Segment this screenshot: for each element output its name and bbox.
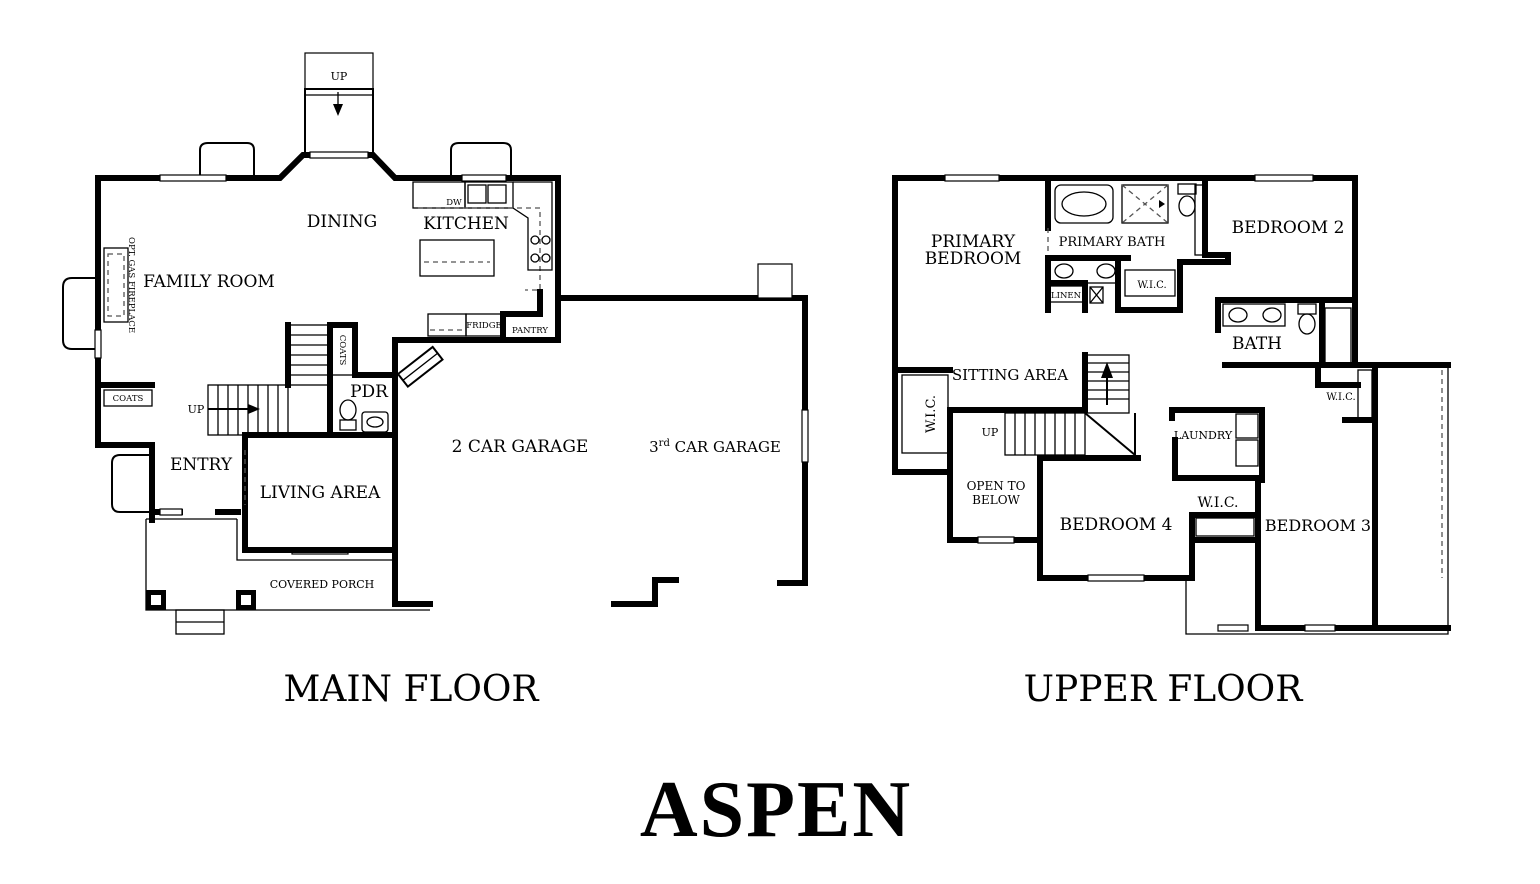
- plan-name-title: ASPEN: [640, 766, 912, 854]
- entry-label: ENTRY: [170, 455, 233, 475]
- upper-floor-caption: UPPER FLOOR: [1024, 669, 1304, 710]
- two-car-garage-label: 2 CAR GARAGE: [452, 437, 589, 457]
- upper-stair-up-label: UP: [982, 426, 999, 439]
- deck-stairs: [304, 88, 374, 156]
- primary-wic-label: W.I.C.: [1137, 280, 1166, 291]
- kitchen-label: KITCHEN: [423, 214, 509, 234]
- bedroom2-label: BEDROOM 2: [1232, 218, 1345, 238]
- sitting-wic-label: W.I.C.: [924, 395, 939, 433]
- toilet-icon: [1177, 183, 1197, 195]
- living-area-label: LIVING AREA: [260, 483, 381, 503]
- exterior-wall: [1255, 537, 1451, 631]
- vanity: [1049, 259, 1119, 284]
- laundry-wall: [1169, 407, 1265, 483]
- laundry-wall: [1172, 437, 1261, 481]
- wic-wall: [1115, 255, 1231, 313]
- interior-wall: [1202, 175, 1231, 258]
- shower-icon: [1121, 184, 1169, 224]
- porch-outline: [145, 519, 430, 611]
- sink-icon: [1054, 263, 1074, 279]
- dining-label: DINING: [307, 212, 377, 232]
- main-floor-plan: [62, 52, 809, 635]
- primary-bedroom-label-2: BEDROOM: [925, 249, 1022, 269]
- kitchen-island: [419, 239, 495, 277]
- window-bump: [111, 454, 152, 513]
- powder-room-label: PDR: [350, 382, 389, 402]
- family-room-label: FAMILY ROOM: [143, 272, 275, 292]
- sink-icon: [1262, 307, 1282, 323]
- pantry-label: PANTRY: [512, 326, 548, 336]
- window-bump: [199, 142, 255, 178]
- bedroom4-label: BEDROOM 4: [1060, 515, 1173, 535]
- exterior-wall: [95, 175, 183, 515]
- dryer-icon: [1235, 439, 1259, 467]
- pantry-wall: [500, 289, 543, 343]
- window-bump: [450, 142, 512, 178]
- bedroom4-wic-label: W.I.C.: [1197, 495, 1238, 511]
- upper-floor-plan: [892, 174, 1451, 635]
- sink-icon: [1096, 263, 1116, 279]
- open-to-below-label-2: BELOW: [972, 493, 1020, 507]
- laundry-label: LAUNDRY: [1174, 429, 1233, 442]
- window-bump: [62, 277, 98, 350]
- primary-bedroom-label-1: PRIMARY: [931, 232, 1016, 252]
- coats-closet-label: COATS: [337, 335, 347, 366]
- bedroom3-label: BEDROOM 3: [1265, 516, 1371, 535]
- toilet-icon: [1297, 303, 1317, 315]
- bathtub-icon: [1054, 184, 1114, 224]
- sink-icon: [1228, 307, 1248, 323]
- furnace-icon: [1089, 286, 1104, 304]
- sitting-area-label: SITTING AREA: [952, 366, 1068, 384]
- arrow-down-icon: [333, 104, 343, 116]
- bedroom3-wic-label: W.I.C.: [1326, 392, 1355, 403]
- deck-up-label: UP: [331, 70, 348, 83]
- counter-outline: [418, 207, 541, 291]
- garage-interior-wall: [392, 295, 561, 607]
- bath-label: BATH: [1232, 334, 1282, 354]
- bathtub-icon: [1324, 307, 1352, 364]
- dishwasher-label: DW: [446, 198, 462, 208]
- primary-bath-label: PRIMARY BATH: [1059, 235, 1166, 250]
- wic-wall: [1315, 362, 1361, 388]
- porch-outline: [236, 519, 395, 561]
- entry-coats-label: COATS: [113, 394, 144, 404]
- toilet-icon: [339, 399, 357, 421]
- living-wall: [242, 432, 398, 553]
- arrow-right-icon: [248, 404, 260, 414]
- sink-icon: [361, 411, 389, 433]
- fireplace-icon: [103, 247, 129, 323]
- garage-wall: [611, 577, 679, 607]
- third-car-garage-label: 3rd CAR GARAGE: [649, 438, 781, 456]
- covered-porch-label: COVERED PORCH: [270, 578, 375, 591]
- counter: [512, 181, 553, 271]
- main-floor-caption: MAIN FLOOR: [283, 669, 539, 710]
- wic-wall: [1189, 475, 1261, 543]
- linen-label: LINEN: [1051, 291, 1082, 301]
- fridge-label: FRIDGE: [466, 321, 501, 331]
- fireplace-label: OPT. GAS FIREPLACE: [126, 237, 136, 333]
- deck-landing: [304, 52, 374, 90]
- fridge-icon: [465, 313, 503, 337]
- stair-up-label: UP: [188, 403, 205, 416]
- exterior-wall: [892, 175, 1451, 368]
- sink-icon: [464, 181, 514, 209]
- open-to-below-label-1: OPEN TO: [967, 479, 1026, 493]
- washer-icon: [1235, 413, 1259, 439]
